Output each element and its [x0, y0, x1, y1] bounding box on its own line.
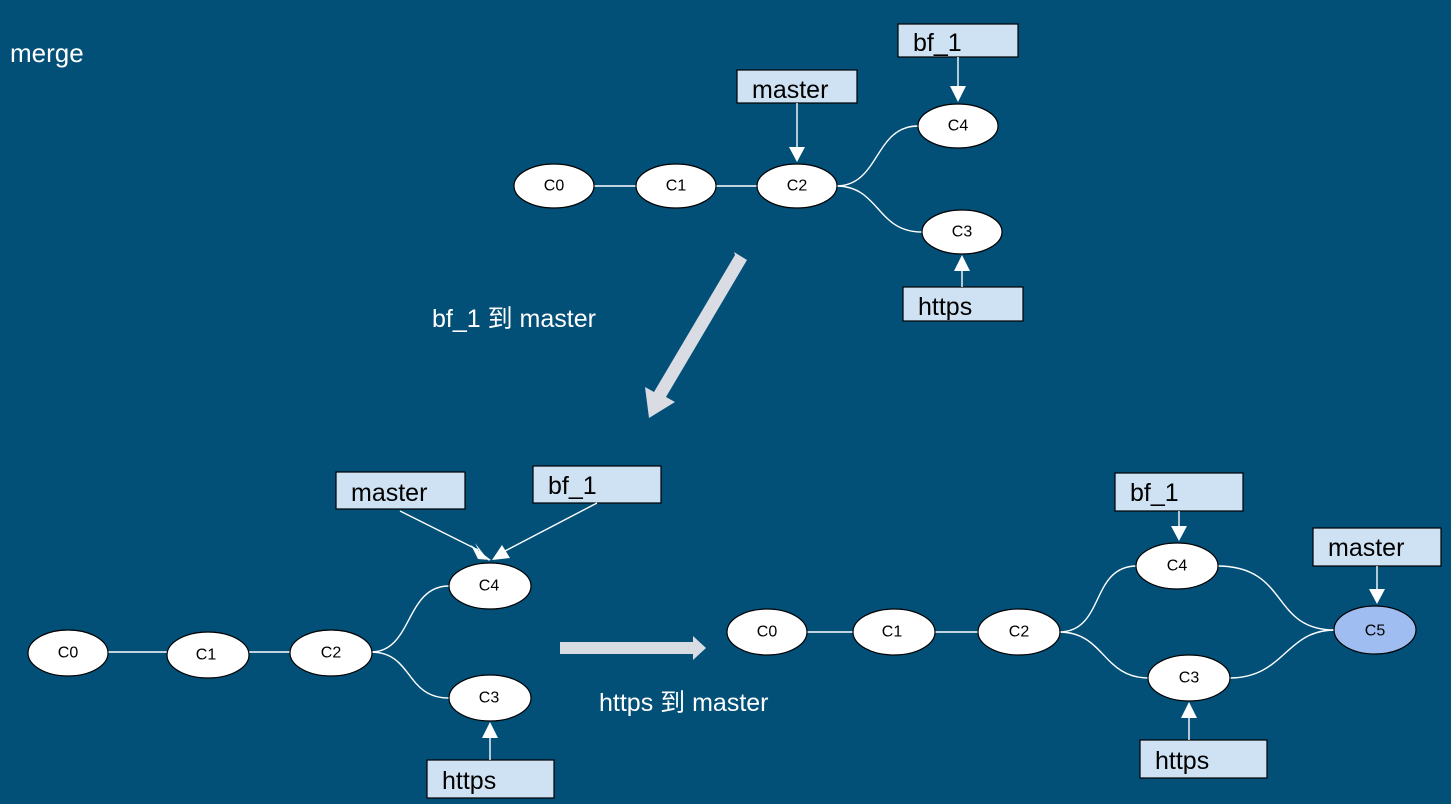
- step2-label: https 到 master: [599, 689, 769, 717]
- pointer-arrow: [789, 103, 805, 162]
- commit-node: C2: [756, 163, 838, 209]
- commit-node: C0: [726, 608, 808, 656]
- svg-text:master: master: [351, 479, 427, 507]
- svg-text:bf_1: bf_1: [913, 29, 962, 57]
- graph-before-merge: C0 C1 C2 C4 C3 master bf_1 https: [513, 23, 1024, 322]
- edge-c4-c5: [1216, 565, 1336, 631]
- commit-node: C2: [977, 608, 1061, 656]
- svg-text:C2: C2: [787, 178, 808, 195]
- commit-node: C3: [448, 674, 532, 722]
- commit-node: C3: [1147, 654, 1231, 702]
- commit-node: C4: [1135, 542, 1219, 590]
- branch-label-master: master: [1312, 527, 1442, 567]
- svg-text:C5: C5: [1365, 623, 1386, 640]
- transition-arrow-horizontal: [560, 636, 706, 660]
- commit-node: C0: [27, 629, 109, 677]
- svg-text:C4: C4: [948, 118, 969, 135]
- branch-label-bf-1: bf_1: [1114, 472, 1244, 512]
- svg-text:master: master: [1328, 534, 1404, 562]
- svg-text:bf_1: bf_1: [1130, 479, 1179, 507]
- graph-after-https-merge: C0 C1 C2 C4 C3 C5 bf_1 master: [726, 472, 1442, 779]
- svg-text:C4: C4: [1167, 558, 1188, 575]
- branch-label-master: master: [736, 69, 858, 104]
- branch-label-master: master: [335, 471, 466, 510]
- svg-text:C3: C3: [952, 224, 973, 241]
- merge-commit-node: C5: [1333, 605, 1417, 655]
- svg-text:bf_1: bf_1: [548, 472, 597, 500]
- svg-text:master: master: [752, 76, 828, 104]
- svg-text:C3: C3: [1179, 670, 1200, 687]
- commit-node: C1: [166, 631, 250, 679]
- branch-label-bf-1: bf_1: [532, 465, 662, 504]
- svg-text:C3: C3: [479, 690, 500, 707]
- svg-text:C1: C1: [666, 178, 687, 195]
- pointer-arrow: [492, 502, 598, 560]
- pointer-arrow: [954, 255, 970, 287]
- edge-c2-c3: [835, 185, 923, 233]
- edge-c2-c3: [1058, 631, 1150, 679]
- pointer-arrow: [1369, 566, 1385, 604]
- svg-text:C4: C4: [479, 578, 500, 595]
- branch-label-https: https: [1139, 739, 1268, 779]
- svg-text:C1: C1: [196, 647, 217, 664]
- svg-text:C1: C1: [882, 624, 903, 641]
- branch-label-https: https: [902, 286, 1024, 322]
- graph-after-bf1-merge: C0 C1 C2 C4 C3 master bf_1 https: [27, 465, 662, 799]
- svg-text:C0: C0: [757, 624, 778, 641]
- svg-text:https: https: [442, 767, 496, 795]
- slide-title: merge: [10, 38, 84, 68]
- edge-c2-c3: [370, 651, 450, 699]
- branch-label-bf-1: bf_1: [897, 23, 1019, 58]
- svg-text:C2: C2: [321, 645, 342, 662]
- pointer-arrow: [482, 722, 498, 760]
- edge-c2-c4: [1058, 565, 1138, 633]
- svg-text:C2: C2: [1009, 624, 1030, 641]
- commit-node: C3: [921, 209, 1003, 255]
- commit-node: C4: [917, 103, 999, 149]
- svg-text:https: https: [1155, 747, 1209, 775]
- svg-text:https: https: [918, 293, 972, 321]
- commit-node: C4: [448, 562, 532, 610]
- pointer-arrow: [1171, 511, 1187, 541]
- branch-label-https: https: [426, 759, 555, 799]
- edge-c3-c5: [1228, 629, 1336, 679]
- transition-arrow-diagonal: [645, 252, 747, 418]
- pointer-arrow: [950, 57, 966, 102]
- svg-text:C0: C0: [58, 645, 79, 662]
- commit-node: C0: [513, 163, 595, 209]
- pointer-arrow: [399, 510, 491, 561]
- commit-node: C1: [635, 163, 717, 209]
- pointer-arrow: [1181, 702, 1197, 740]
- svg-text:C0: C0: [544, 178, 565, 195]
- edge-c2-c4: [835, 125, 919, 187]
- step1-label: bf_1 到 master: [432, 305, 596, 333]
- edge-c2-c4: [370, 585, 450, 653]
- commit-node: C2: [289, 629, 373, 677]
- commit-node: C1: [852, 608, 936, 656]
